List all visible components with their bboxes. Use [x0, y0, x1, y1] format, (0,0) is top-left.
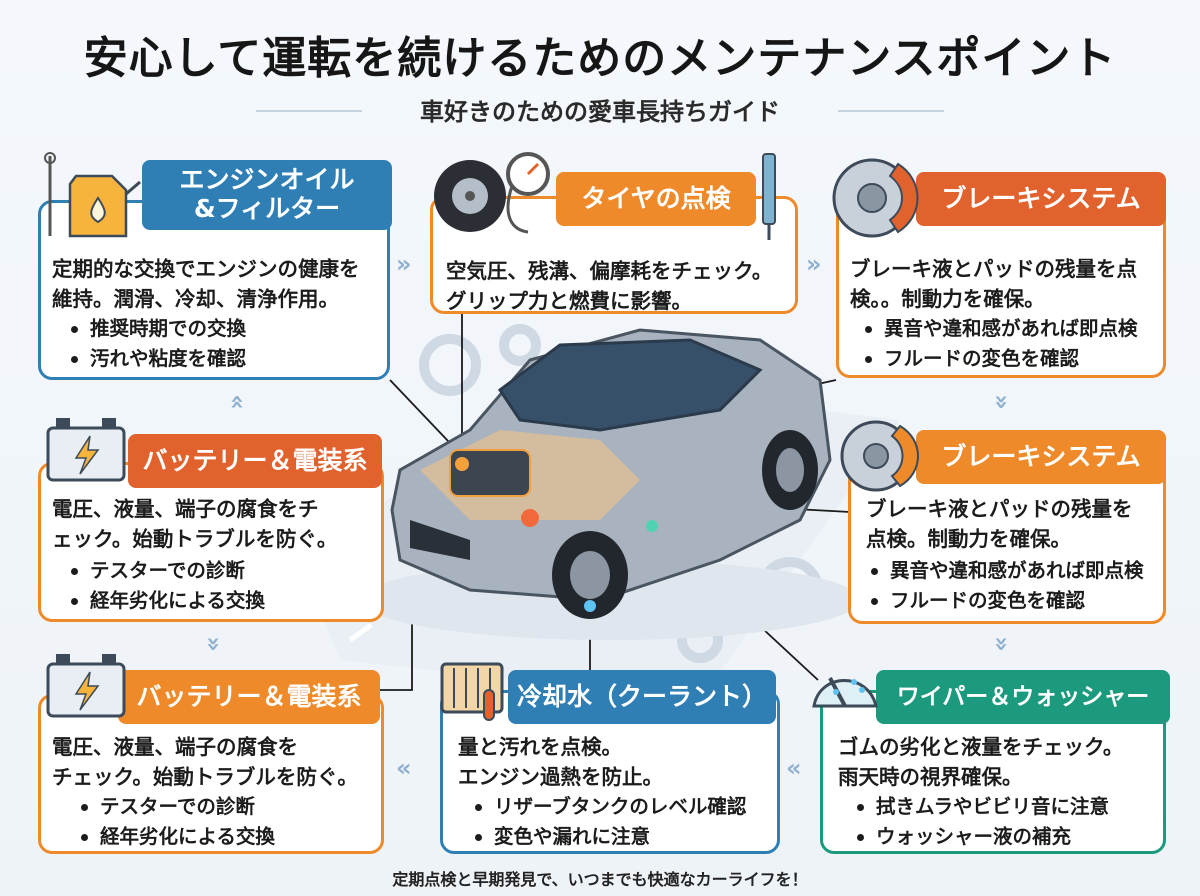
card-coolant-desc-line2: エンジン過熱を防止。 — [458, 765, 663, 789]
chevron-down-icon: » — [199, 636, 228, 652]
brake-disc-icon — [832, 158, 919, 238]
battery-icon — [46, 418, 126, 482]
subtitle-divider-right — [838, 110, 944, 112]
card-tire-desc-line2: グリップ力と燃費に影響。 — [446, 289, 692, 313]
brake-disc-icon — [840, 420, 919, 492]
card-battery-2-desc: 電圧、液量、端子の腐食を チェック。始動トラブルを防ぐ。 — [52, 732, 382, 792]
card-brake-2-bullets: 異音や違和感があれば即点検 フルードの変色を確認 — [862, 556, 1144, 616]
card-brake-2-title: ブレーキシステム — [916, 430, 1166, 484]
card-battery-1-desc-line1: 電圧、液量、端子の腐食をチ — [52, 497, 319, 521]
card-battery-1-bullets: テスターでの診断 経年劣化による交換 — [62, 556, 265, 616]
card-wiper-desc-line2: 雨天時の視界確保。 — [838, 765, 1023, 789]
wiper-icon — [812, 677, 878, 708]
list-item: 汚れや粘度を確認 — [62, 344, 246, 374]
radiator-icon — [440, 662, 504, 721]
list-item: フルードの変色を確認 — [862, 586, 1144, 616]
card-brake-2-desc: ブレーキ液とパッドの残量を 点検。制動力を確保。 — [866, 494, 1162, 554]
chevron-up-icon: » — [221, 394, 250, 410]
card-engine-oil-title: エンジンオイル &フィルター — [142, 160, 392, 230]
card-battery-1-desc: 電圧、液量、端子の腐食をチ ェック。始動トラブルを防ぐ。 — [52, 494, 382, 554]
card-tire-desc: 空気圧、残溝、偏摩耗をチェック。 グリップ力と燃費に影響。 — [446, 256, 796, 316]
card-wiper-desc: ゴムの劣化と液量をチェック。 雨天時の視界確保。 — [838, 732, 1164, 792]
car-illustration — [360, 328, 860, 640]
chevron-left-icon: « — [396, 754, 412, 782]
card-tire-title: タイヤの点検 — [556, 172, 756, 226]
list-item: 推奨時期での交換 — [62, 314, 246, 344]
tread-gauge-icon — [762, 153, 776, 240]
card-brake-1-title: ブレーキシステム — [916, 172, 1166, 226]
card-battery-2-title: バッテリー＆電装系 — [118, 670, 380, 724]
card-battery-1-title: バッテリー＆電装系 — [128, 434, 382, 488]
card-coolant-title: 冷却水（クーラント） — [508, 670, 776, 724]
list-item: 異音や違和感があれば即点検 — [862, 556, 1144, 586]
list-item: リザーブタンクのレベル確認 — [466, 792, 746, 822]
card-wiper-bullets: 拭きムラやビビリ音に注意 ウォッシャー液の補充 — [848, 792, 1109, 852]
card-battery-2-desc-line2: チェック。始動トラブルを防ぐ。 — [52, 765, 358, 789]
list-item: 変色や漏れに注意 — [466, 822, 746, 852]
list-item: 拭きムラやビビリ音に注意 — [848, 792, 1109, 822]
card-brake-1-desc-line2: 検。。制動力を確保。 — [850, 287, 1045, 311]
list-item: テスターでの診断 — [72, 792, 275, 822]
card-engine-oil-title-line1: エンジンオイル — [179, 165, 355, 195]
card-brake-2-desc-line2: 点検。制動力を確保。 — [866, 527, 1071, 551]
card-brake-1-desc-line1: ブレーキ液とパッドの残量を点 — [850, 257, 1137, 281]
list-item: フルードの変色を確認 — [856, 344, 1138, 374]
list-item: 異音や違和感があれば即点検 — [856, 314, 1138, 344]
chevron-down-icon: » — [987, 394, 1016, 410]
card-battery-1-desc-line2: ェック。始動トラブルを防ぐ。 — [52, 527, 338, 551]
chevron-right-icon: » — [806, 250, 822, 278]
page-title: 安心して運転を続けるためのメンテナンスポイント — [83, 33, 1117, 84]
card-coolant-bullets: リザーブタンクのレベル確認 変色や漏れに注意 — [466, 792, 746, 852]
subtitle-divider-left — [256, 110, 362, 112]
card-coolant-desc-line1: 量と汚れを点検。 — [458, 735, 622, 759]
page-subtitle: 車好きのための愛車長持ちガイド — [420, 98, 780, 126]
card-engine-oil-desc-line1: 定期的な交換でエンジンの健康を — [52, 257, 360, 281]
card-battery-2-desc-line1: 電圧、液量、端子の腐食を — [52, 735, 298, 759]
list-item: テスターでの診断 — [62, 556, 265, 586]
card-brake-2-desc-line1: ブレーキ液とパッドの残量を — [866, 497, 1133, 521]
battery-icon — [46, 654, 126, 718]
card-battery-2-bullets: テスターでの診断 経年劣化による交換 — [72, 792, 275, 852]
card-brake-1-bullets: 異音や違和感があれば即点検 フルードの変色を確認 — [856, 314, 1138, 374]
chevron-left-icon: « — [786, 754, 802, 782]
list-item: 経年劣化による交換 — [62, 586, 265, 616]
card-wiper-title: ワイパー＆ウォッシャー — [876, 670, 1170, 724]
card-engine-oil-bullets: 推奨時期での交換 汚れや粘度を確認 — [62, 314, 246, 374]
card-coolant-desc: 量と汚れを点検。 エンジン過熱を防止。 — [458, 732, 778, 792]
card-engine-oil-desc: 定期的な交換でエンジンの健康を 維持。潤滑、冷却、清浄作用。 — [52, 254, 382, 314]
footer-message: 定期点検と早期発見で、いつまでも快適なカーライフを！ — [392, 870, 808, 889]
oil-can-icon — [44, 152, 141, 238]
card-brake-1-desc: ブレーキ液とパッドの残量を点 検。。制動力を確保。 — [850, 254, 1160, 314]
card-engine-oil-title-line2: &フィルター — [193, 194, 341, 223]
list-item: 経年劣化による交換 — [72, 822, 275, 852]
list-item: ウォッシャー液の補充 — [848, 822, 1109, 852]
tire-gauge-icon — [434, 152, 550, 234]
chevron-right-icon: » — [396, 250, 412, 278]
card-engine-oil-desc-line2: 維持。潤滑、冷却、清浄作用。 — [52, 287, 339, 311]
chevron-down-icon: » — [987, 636, 1016, 652]
card-tire-desc-line1: 空気圧、残溝、偏摩耗をチェック。 — [446, 259, 773, 283]
card-wiper-desc-line1: ゴムの劣化と液量をチェック。 — [838, 735, 1124, 759]
